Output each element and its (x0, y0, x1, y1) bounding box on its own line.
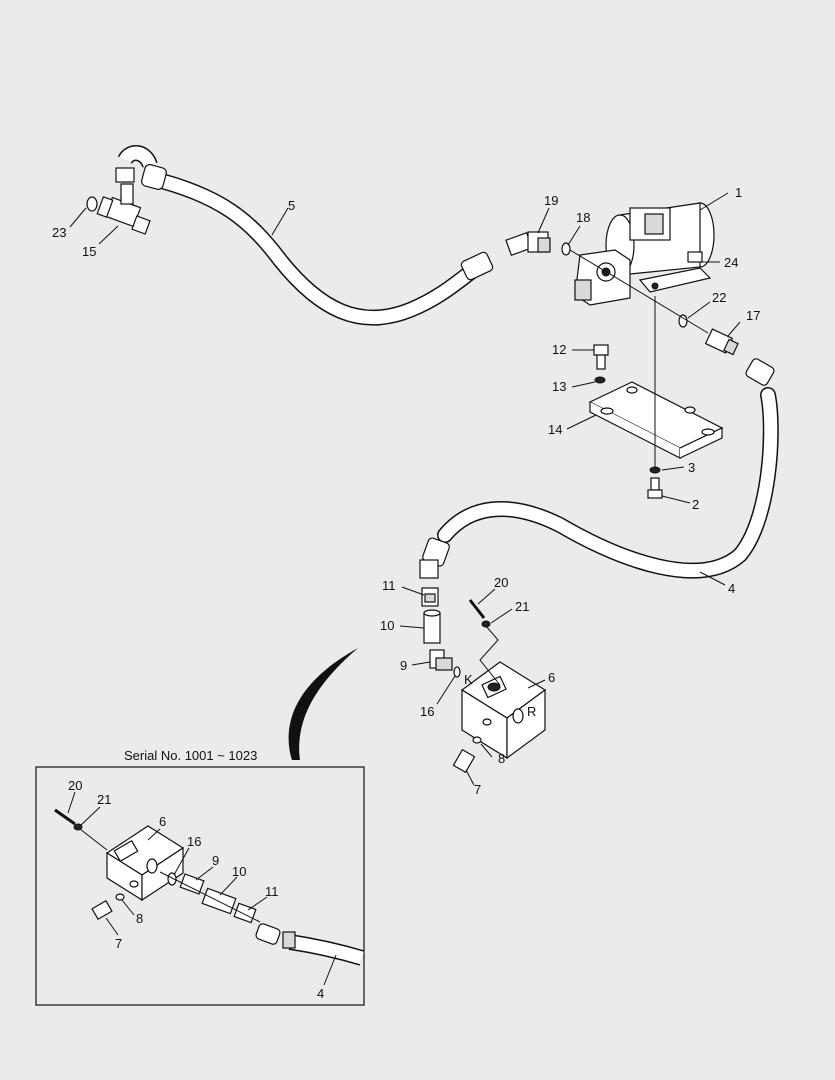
o-ring-8 (472, 736, 482, 744)
callout-9: 9 (400, 658, 407, 673)
callout-19: 19 (544, 193, 558, 208)
inset-callout-7: 7 (115, 936, 122, 951)
callout-4: 4 (728, 581, 735, 596)
callout-13: 13 (552, 379, 566, 394)
o-ring-16 (453, 666, 461, 678)
inset-pointer (288, 648, 358, 760)
callout-12: 12 (552, 342, 566, 357)
elbow-19 (505, 231, 551, 257)
washer-13 (594, 376, 606, 384)
callout-10: 10 (380, 618, 394, 633)
callout-17: 17 (746, 308, 760, 323)
callout-7: 7 (474, 782, 481, 797)
o-ring-18 (561, 242, 571, 256)
fitting-7 (452, 748, 476, 774)
callout-15: 15 (82, 244, 96, 259)
valve-block-6 (460, 661, 547, 760)
screw-20 (468, 599, 486, 619)
inset-callout-20: 20 (68, 778, 82, 793)
inset-callout-11: 11 (265, 884, 279, 899)
fitting-11 (421, 587, 439, 607)
motor-pump-1 (574, 202, 715, 306)
coupling-10 (423, 609, 441, 644)
bolt-2 (647, 477, 663, 499)
o-ring-22 (678, 314, 688, 328)
hose-5 (115, 145, 494, 326)
inset-callout-6: 6 (159, 814, 166, 829)
callout-11: 11 (382, 578, 396, 593)
inset-callout-9: 9 (212, 853, 219, 868)
port-label-k: K (464, 672, 473, 687)
callout-18: 18 (576, 210, 590, 225)
callout-6: 6 (548, 670, 555, 685)
fitting-15 (96, 183, 151, 235)
callout-2: 2 (692, 497, 699, 512)
callout-14: 14 (548, 422, 562, 437)
callout-1: 1 (735, 185, 742, 200)
callout-21: 21 (515, 599, 529, 614)
elbow-9 (429, 649, 453, 671)
inset-title: Serial No. 1001 ~ 1023 (124, 748, 257, 763)
inset-callout-8: 8 (136, 911, 143, 926)
assembly-line (479, 625, 501, 686)
washer-21 (481, 620, 491, 628)
bolt-12 (593, 344, 609, 370)
callout-3: 3 (688, 460, 695, 475)
callout-20: 20 (494, 575, 508, 590)
callout-24: 24 (724, 255, 738, 270)
callout-23: 23 (52, 225, 66, 240)
inset-callout-21: 21 (97, 792, 111, 807)
inset-callout-10: 10 (232, 864, 246, 879)
fitting-17 (704, 328, 739, 356)
hose-4 (419, 358, 779, 579)
callout-5: 5 (288, 198, 295, 213)
port-label-r: R (527, 704, 536, 719)
o-ring-23 (86, 196, 98, 212)
inset-callout-4: 4 (317, 986, 324, 1001)
bracket-14 (588, 381, 724, 459)
assembly-line (569, 249, 709, 334)
callout-8: 8 (498, 751, 505, 766)
callout-16: 16 (420, 704, 434, 719)
inset-callout-16: 16 (187, 834, 201, 849)
callout-22: 22 (712, 290, 726, 305)
